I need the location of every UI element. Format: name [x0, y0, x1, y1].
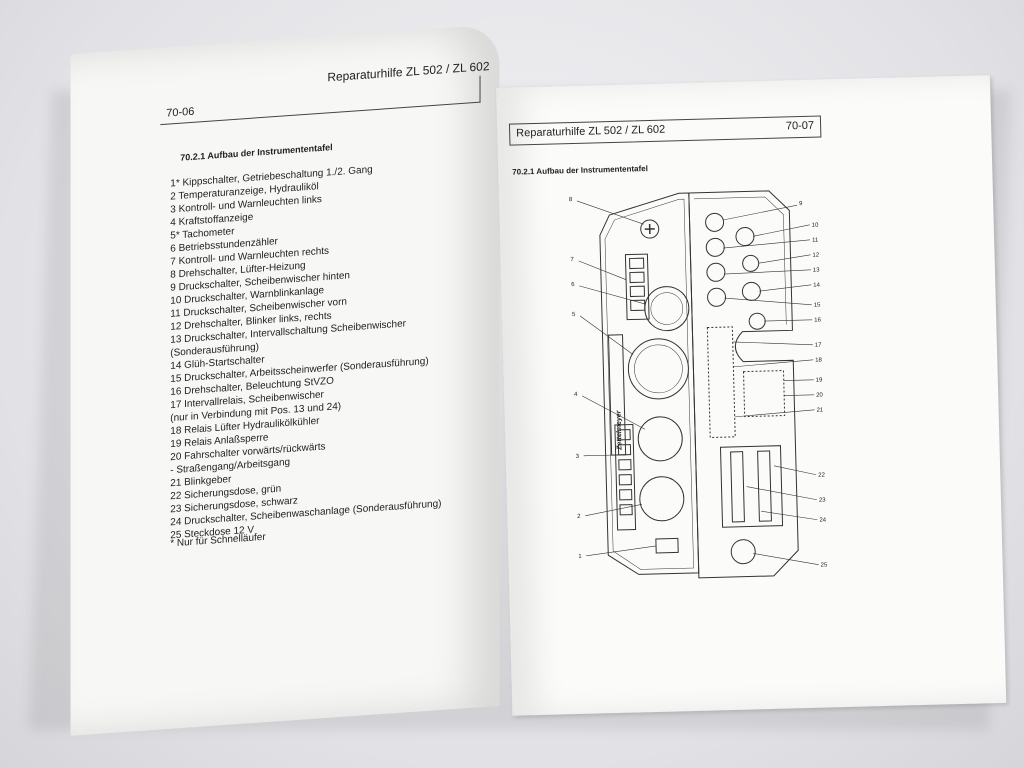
left-page: 70-06 Reparaturhilfe ZL 502 / ZL 602 70.…	[70, 24, 500, 736]
switch-9	[705, 212, 725, 232]
callout-24: 24	[819, 517, 826, 523]
callout-14: 14	[813, 283, 820, 289]
switch-16	[748, 312, 766, 330]
callout-21: 21	[816, 408, 823, 414]
brand-label: Zettelmeyer	[615, 409, 623, 451]
callout-25: 25	[821, 562, 828, 568]
switch-11	[705, 237, 725, 257]
right-section-heading: 70.2.1 Aufbau der Instrumententafel	[512, 164, 649, 177]
callout-12: 12	[812, 253, 819, 259]
left-page-number: 70-06	[166, 105, 195, 120]
callout-13: 13	[813, 268, 820, 274]
callout-17: 17	[815, 343, 822, 349]
temperature-gauge	[639, 476, 685, 522]
callout-10: 10	[812, 223, 819, 229]
fuel-gauge	[637, 416, 683, 462]
callout-2: 2	[577, 514, 581, 520]
left-page-content: 70-06 Reparaturhilfe ZL 502 / ZL 602 70.…	[160, 59, 490, 549]
fuse-box-area	[719, 445, 784, 528]
callout-3: 3	[576, 454, 580, 460]
callout-4: 4	[574, 392, 578, 398]
left-page-header-box: 70-06 Reparaturhilfe ZL 502 / ZL 602	[160, 59, 490, 126]
hour-meter	[644, 286, 690, 332]
callout-19: 19	[816, 378, 823, 384]
right-page-number: 70-07	[785, 119, 815, 133]
callout-7: 7	[570, 257, 574, 263]
panel-outline-left	[599, 192, 700, 575]
relay-19	[742, 370, 786, 418]
right-page-header-title: Reparaturhilfe ZL 502 / ZL 602	[516, 123, 666, 140]
switch-14	[741, 281, 761, 301]
callout-6: 6	[571, 282, 575, 288]
warning-lights-left	[614, 424, 637, 531]
panel-outline-right	[688, 190, 799, 579]
callout-20: 20	[816, 393, 823, 399]
tachometer-gauge	[627, 338, 689, 400]
gear-toggle-switch	[655, 537, 679, 554]
panel-outline-left-inner	[604, 198, 694, 570]
switch-15	[707, 287, 727, 307]
callout-22: 22	[818, 473, 825, 479]
callout-8: 8	[569, 197, 573, 203]
component-list: 1* Kippschalter, Getriebeschaltung 1./2.…	[170, 154, 499, 542]
callout-11: 11	[812, 238, 819, 244]
instrument-panel-diagram: 8 9 10 11 12 13 14 15 16 17 18 19 20 21 …	[569, 190, 828, 579]
relay-box	[706, 326, 736, 439]
left-page-header-title: Reparaturhilfe ZL 502 / ZL 602	[327, 58, 490, 85]
left-section-heading: 70.2.1 Aufbau der Instrumententafel	[180, 142, 333, 163]
callout-23: 23	[819, 497, 826, 503]
callout-16: 16	[814, 318, 821, 324]
switch-10	[735, 227, 755, 247]
callout-9: 9	[799, 201, 803, 207]
right-page-header-box: Reparaturhilfe ZL 502 / ZL 602 70-07	[508, 115, 822, 146]
panel-outline-right-inner	[693, 196, 787, 325]
socket-12v	[730, 539, 756, 565]
warning-lights-right	[624, 253, 650, 321]
callout-5: 5	[572, 312, 576, 318]
switch-8-knob	[640, 219, 660, 239]
callout-1: 1	[578, 554, 582, 560]
switch-12	[742, 254, 760, 272]
right-page: Reparaturhilfe ZL 502 / ZL 602 70-07 70.…	[496, 75, 1007, 716]
callout-18: 18	[815, 358, 822, 364]
callout-15: 15	[814, 303, 821, 309]
switch-13	[706, 262, 726, 282]
